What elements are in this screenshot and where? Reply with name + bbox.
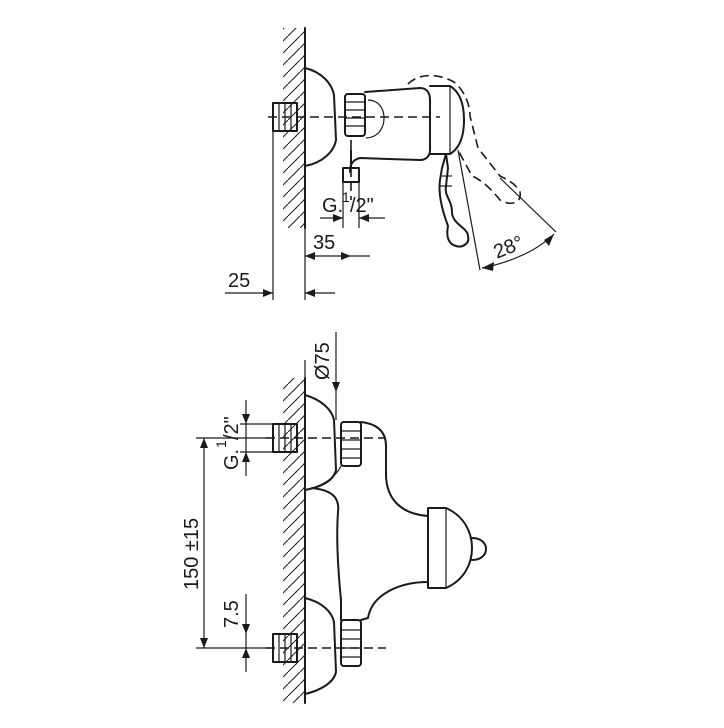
- thread-dim-top: G. 1 /2": [320, 182, 385, 228]
- dim-dia75: Ø75: [304, 332, 340, 420]
- rosette-lower: [304, 597, 337, 695]
- angle-label: 28°: [491, 232, 527, 264]
- nut-top: [344, 93, 366, 137]
- wall-hatch-bottom: [283, 378, 305, 703]
- knob-front: [427, 507, 487, 589]
- dim-25-label: 25: [228, 270, 250, 292]
- dim-35-label: 35: [313, 232, 335, 254]
- side-view: 28° G. 1 /2" 35 2: [225, 27, 557, 300]
- dim-150-label: 150 ±15: [181, 518, 203, 590]
- dim-35: 35: [304, 228, 370, 300]
- lever-handle: [438, 153, 470, 248]
- mixer-body-front: [311, 421, 429, 621]
- lever-alt-position: [407, 74, 521, 205]
- svg-text:/2": /2": [221, 416, 243, 440]
- thread-label-top: G.: [322, 195, 343, 217]
- rosette-upper: [304, 394, 337, 491]
- svg-text:1: 1: [342, 189, 350, 205]
- svg-text:/2": /2": [350, 195, 374, 217]
- mixer-body-top: [349, 87, 431, 173]
- cartridge-cap-top: [429, 85, 465, 155]
- wall-hatch-top: [283, 28, 305, 228]
- dim-dia75-label: Ø75: [312, 342, 334, 380]
- dim-150: 150 ±15: [181, 437, 273, 649]
- angle-dimension: 28°: [457, 149, 557, 271]
- nut-upper: [340, 421, 362, 467]
- dim-25: 25: [225, 131, 335, 300]
- dim-7-5-label: 7.5: [221, 600, 243, 628]
- front-view: Ø75 G. 1 /2" 150 ±15 7.5: [181, 332, 487, 704]
- svg-text:1: 1: [213, 440, 229, 448]
- rosette-top: [304, 67, 337, 167]
- thread-label-front: G.: [221, 449, 243, 470]
- nut-lower: [340, 619, 362, 667]
- dim-7-5: 7.5: [221, 594, 250, 672]
